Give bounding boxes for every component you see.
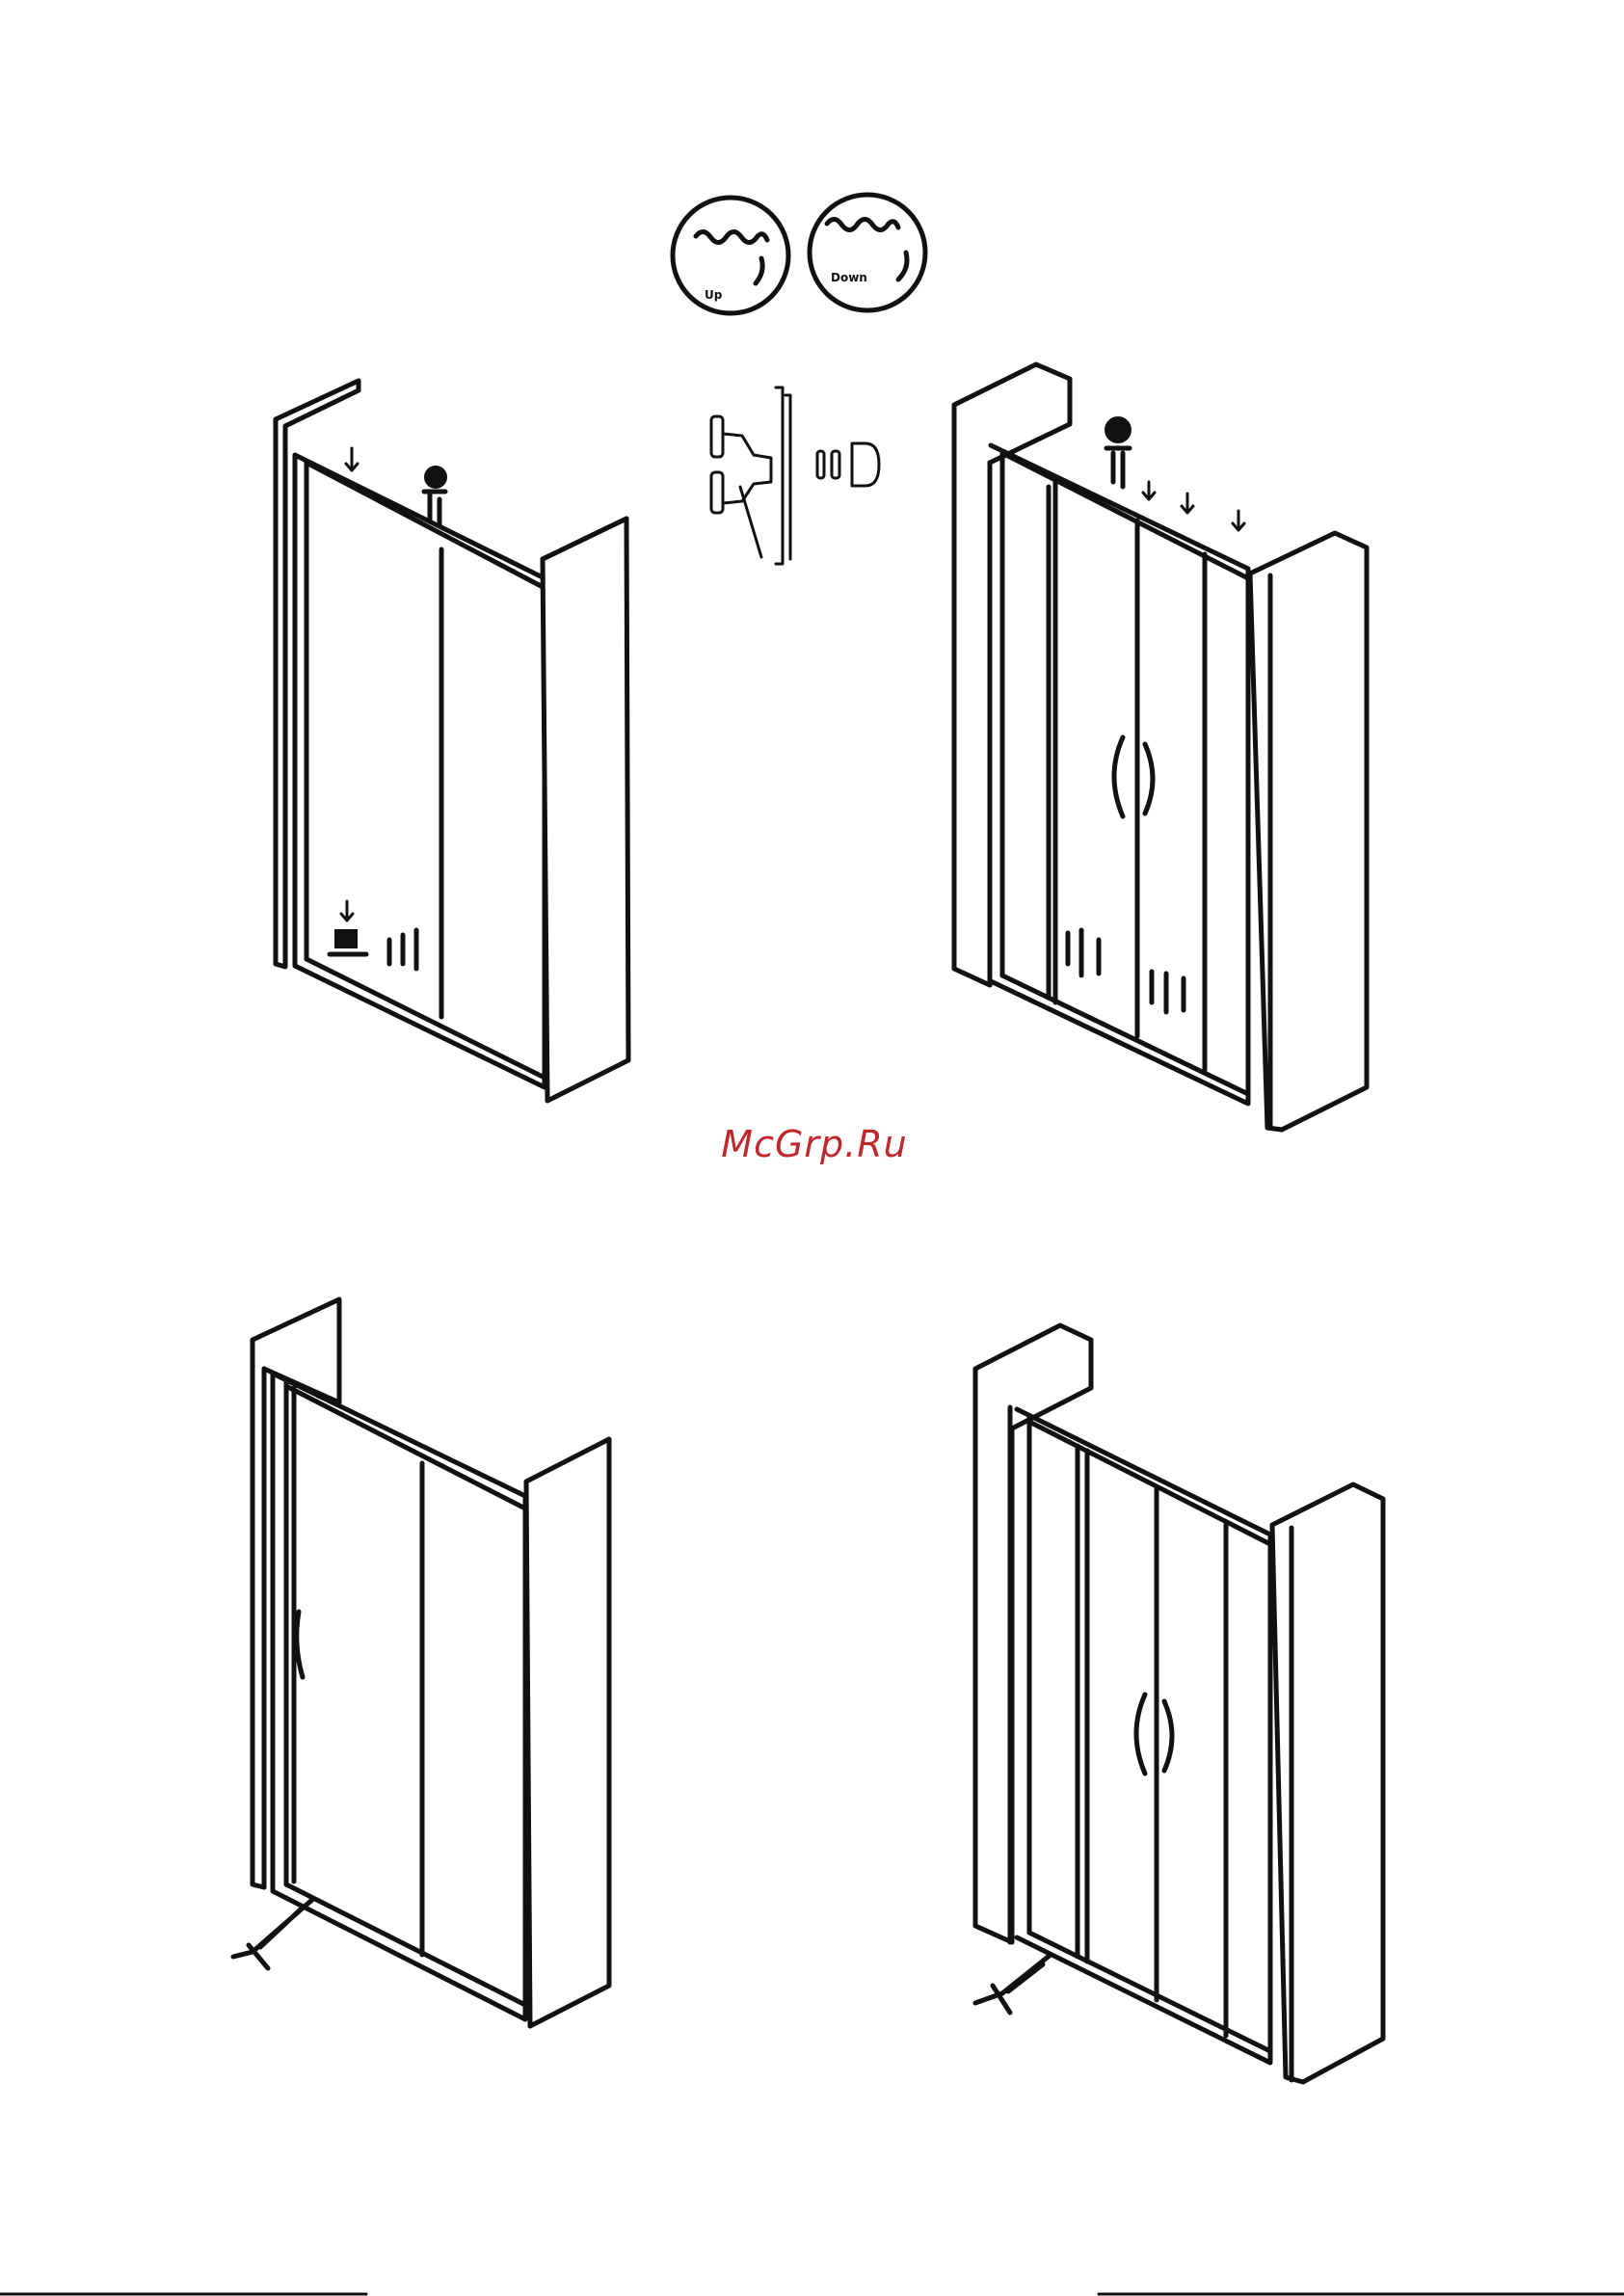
detail-label-down: Down [831,271,867,284]
detail-circle-up: Up [673,198,788,313]
figure-four-panel-sealing [975,1325,1383,2082]
figure-two-panel-bottom-rollers [276,381,628,1101]
roller-bracket-detail [711,387,879,564]
figure-two-panel-sealing [233,1299,609,2026]
figure-four-panel-top-rollers [954,364,1367,1130]
detail-circle-down: Down [810,195,925,310]
detail-label-up: Up [705,288,723,302]
watermark: McGrp.Ru [718,1123,911,1165]
